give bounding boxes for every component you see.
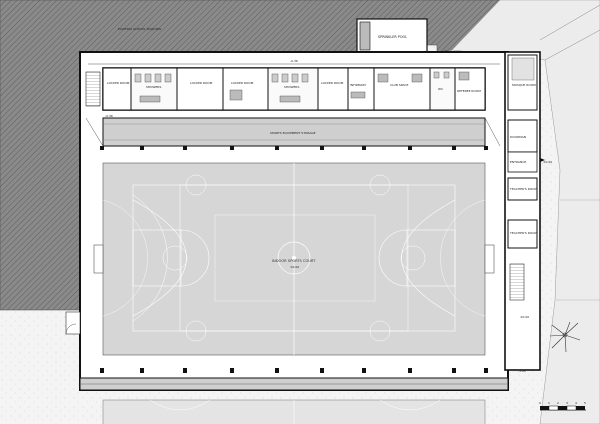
svg-text:LOCKER ROOM: LOCKER ROOM	[107, 81, 130, 85]
scale-bar: 0 1 2 3 4 5	[539, 401, 586, 411]
level-storage: -0.36	[105, 114, 113, 118]
level-bottom: -1.05	[518, 369, 526, 373]
columns-bottom	[100, 368, 488, 373]
locker-room-2: LOCKER ROOM	[176, 67, 224, 111]
referee-room: REFEREE ROOM	[454, 67, 486, 111]
stairs-left	[85, 71, 101, 107]
sprinkler-pool-label: SPRINKLER POOL	[378, 35, 407, 39]
level-entrance: ±0.00	[543, 160, 552, 164]
svg-text:TEACHER'S ROOM: TEACHER'S ROOM	[509, 231, 538, 235]
svg-text:SHOWERS: SHOWERS	[146, 85, 161, 89]
club-space-room: CLUB SPACE	[373, 67, 431, 111]
side-door	[65, 311, 81, 335]
mosque-room: MOSQUE ROOM	[507, 54, 538, 111]
entrance-area: ENTRANCE ±0.00	[507, 151, 552, 173]
svg-text:SPORTS EQUIPMENT STORAGE: SPORTS EQUIPMENT STORAGE	[270, 131, 316, 135]
locker-room-1: LOCKER ROOM	[102, 67, 132, 111]
infirmary-room: INFIRMARY	[347, 67, 375, 111]
court-level: ±0.00	[290, 265, 299, 269]
teachers-room-2: TEACHER'S ROOM	[507, 219, 538, 249]
level-top: -0.36	[290, 59, 298, 63]
columns-top	[100, 146, 488, 150]
teachers-room: TEACHER'S ROOM	[507, 177, 538, 201]
outdoor-court	[102, 399, 486, 424]
svg-text:LOCKER ROOM: LOCKER ROOM	[321, 81, 344, 85]
doorman-room: DOORMAN	[507, 119, 538, 153]
wc-room: WC	[429, 67, 456, 111]
locker-room-3: LOCKER ROOM	[222, 67, 269, 111]
storage-band: SPORTS EQUIPMENT STORAGE -0.36	[102, 114, 486, 147]
entrance-arrow-icon	[540, 158, 545, 162]
svg-text:LOCKER ROOM: LOCKER ROOM	[190, 81, 213, 85]
court-label: INDOOR SPORTS COURT	[272, 259, 316, 263]
showers-2: SHOWERS	[267, 67, 319, 111]
scale-tick-label: 2	[557, 401, 559, 405]
svg-text:SHOWERS: SHOWERS	[284, 85, 299, 89]
scale-tick-label: 5	[584, 401, 586, 405]
showers-1: SHOWERS	[130, 67, 178, 111]
svg-text:ENTRANCE: ENTRANCE	[510, 160, 526, 164]
existing-building-label: EXISTING SCHOOL BUILDING	[118, 27, 162, 31]
tree-icon	[549, 321, 581, 353]
svg-text:INFIRMARY: INFIRMARY	[350, 83, 366, 87]
svg-text:TEACHER'S ROOM: TEACHER'S ROOM	[509, 187, 538, 191]
svg-text:DOORMAN: DOORMAN	[510, 135, 526, 139]
svg-text:LOCKER ROOM: LOCKER ROOM	[231, 81, 254, 85]
level-right-lower: ±0.00	[520, 315, 529, 319]
svg-text:CLUB SPACE: CLUB SPACE	[390, 83, 408, 87]
svg-text:MOSQUE ROOM: MOSQUE ROOM	[512, 83, 536, 87]
locker-room-4: LOCKER ROOM	[317, 67, 349, 111]
svg-text:REFEREE ROOM: REFEREE ROOM	[457, 89, 481, 93]
scale-tick-label: 4	[575, 401, 577, 405]
scale-tick-label: 1	[548, 401, 550, 405]
svg-text:WC: WC	[438, 87, 443, 91]
scale-tick-label: 0	[539, 401, 541, 405]
sports-court: INDOOR SPORTS COURT ±0.00	[93, 162, 495, 356]
scale-tick-label: 3	[566, 401, 568, 405]
stairs-right	[509, 263, 525, 301]
